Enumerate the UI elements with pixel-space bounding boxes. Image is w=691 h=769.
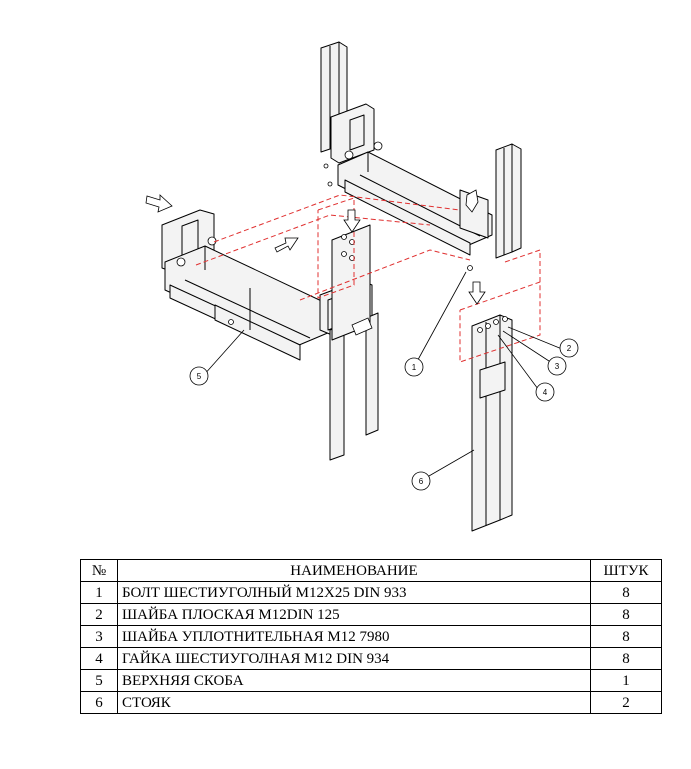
callout-4: 4 bbox=[535, 382, 555, 402]
callout-2: 2 bbox=[559, 338, 579, 358]
row-num: 6 bbox=[80, 691, 118, 714]
arrow-icon bbox=[351, 317, 373, 336]
row-name: ГАЙКА ШЕСТИУГОЛНАЯ М12 DIN 934 bbox=[117, 647, 591, 670]
header-qty: ШТУК bbox=[590, 559, 662, 582]
row-name: БОЛТ ШЕСТИУГОЛНЫЙ М12Х25 DIN 933 bbox=[117, 581, 591, 604]
arrow-icon bbox=[274, 237, 299, 253]
svg-text:6: 6 bbox=[419, 477, 424, 486]
row-num: 1 bbox=[80, 581, 118, 604]
direction-arrows bbox=[145, 189, 486, 336]
arrow-icon bbox=[145, 194, 173, 213]
header-name: НАИМЕНОВАНИЕ bbox=[117, 559, 591, 582]
front-frame bbox=[164, 245, 331, 361]
callout-3: 3 bbox=[547, 356, 567, 376]
table-row: 2 ШАЙБА ПЛОСКАЯ М12DIN 125 8 bbox=[80, 603, 662, 626]
callout-6: 6 bbox=[411, 471, 431, 491]
leader-lines bbox=[202, 271, 563, 481]
callout-5: 5 bbox=[189, 366, 209, 386]
table-row: 5 ВЕРХНЯЯ СКОБА 1 bbox=[80, 669, 662, 692]
row-name: ШАЙБА УПЛОТНИТЕЛЬНАЯ М12 7980 bbox=[117, 625, 591, 648]
svg-text:1: 1 bbox=[412, 363, 417, 372]
row-qty: 8 bbox=[590, 647, 662, 670]
table-header-row: № НАИМЕНОВАНИЕ ШТУК bbox=[80, 559, 662, 582]
row-num: 5 bbox=[80, 669, 118, 692]
row-name: ВЕРХНЯЯ СКОБА bbox=[117, 669, 591, 692]
row-name: СТОЯК bbox=[117, 691, 591, 714]
row-num: 4 bbox=[80, 647, 118, 670]
svg-text:3: 3 bbox=[555, 362, 560, 371]
row-name: ШАЙБА ПЛОСКАЯ М12DIN 125 bbox=[117, 603, 591, 626]
rear-bracket-plate bbox=[330, 103, 375, 164]
svg-text:2: 2 bbox=[567, 344, 572, 353]
table-row: 3 ШАЙБА УПЛОТНИТЕЛЬНАЯ М12 7980 8 bbox=[80, 625, 662, 648]
row-qty: 8 bbox=[590, 581, 662, 604]
parts-table: № НАИМЕНОВАНИЕ ШТУК 1 БОЛТ ШЕСТИУГОЛНЫЙ … bbox=[80, 559, 662, 714]
arrow-icon bbox=[465, 189, 479, 213]
svg-text:5: 5 bbox=[197, 372, 202, 381]
table-row: 6 СТОЯК 2 bbox=[80, 691, 662, 714]
row-qty: 2 bbox=[590, 691, 662, 714]
row-num: 3 bbox=[80, 625, 118, 648]
svg-text:4: 4 bbox=[543, 388, 548, 397]
callout-group: 1 2 3 4 5 6 bbox=[189, 338, 579, 491]
arrow-icon bbox=[468, 281, 486, 305]
assembly-drawing: 1 2 3 4 5 6 bbox=[145, 41, 579, 532]
callout-1: 1 bbox=[404, 357, 424, 377]
upper-right-post bbox=[495, 143, 522, 259]
row-qty: 8 bbox=[590, 603, 662, 626]
arrow-icon bbox=[343, 209, 361, 233]
row-qty: 8 bbox=[590, 625, 662, 648]
riser-stoyak bbox=[471, 314, 513, 532]
table-row: 4 ГАЙКА ШЕСТИУГОЛНАЯ М12 DIN 934 8 bbox=[80, 647, 662, 670]
row-num: 2 bbox=[80, 603, 118, 626]
header-num: № bbox=[80, 559, 118, 582]
row-qty: 1 bbox=[590, 669, 662, 692]
bolt-group bbox=[176, 141, 508, 333]
assembly-dash-lines bbox=[195, 194, 541, 363]
table-row: 1 БОЛТ ШЕСТИУГОЛНЫЙ М12Х25 DIN 933 8 bbox=[80, 581, 662, 604]
